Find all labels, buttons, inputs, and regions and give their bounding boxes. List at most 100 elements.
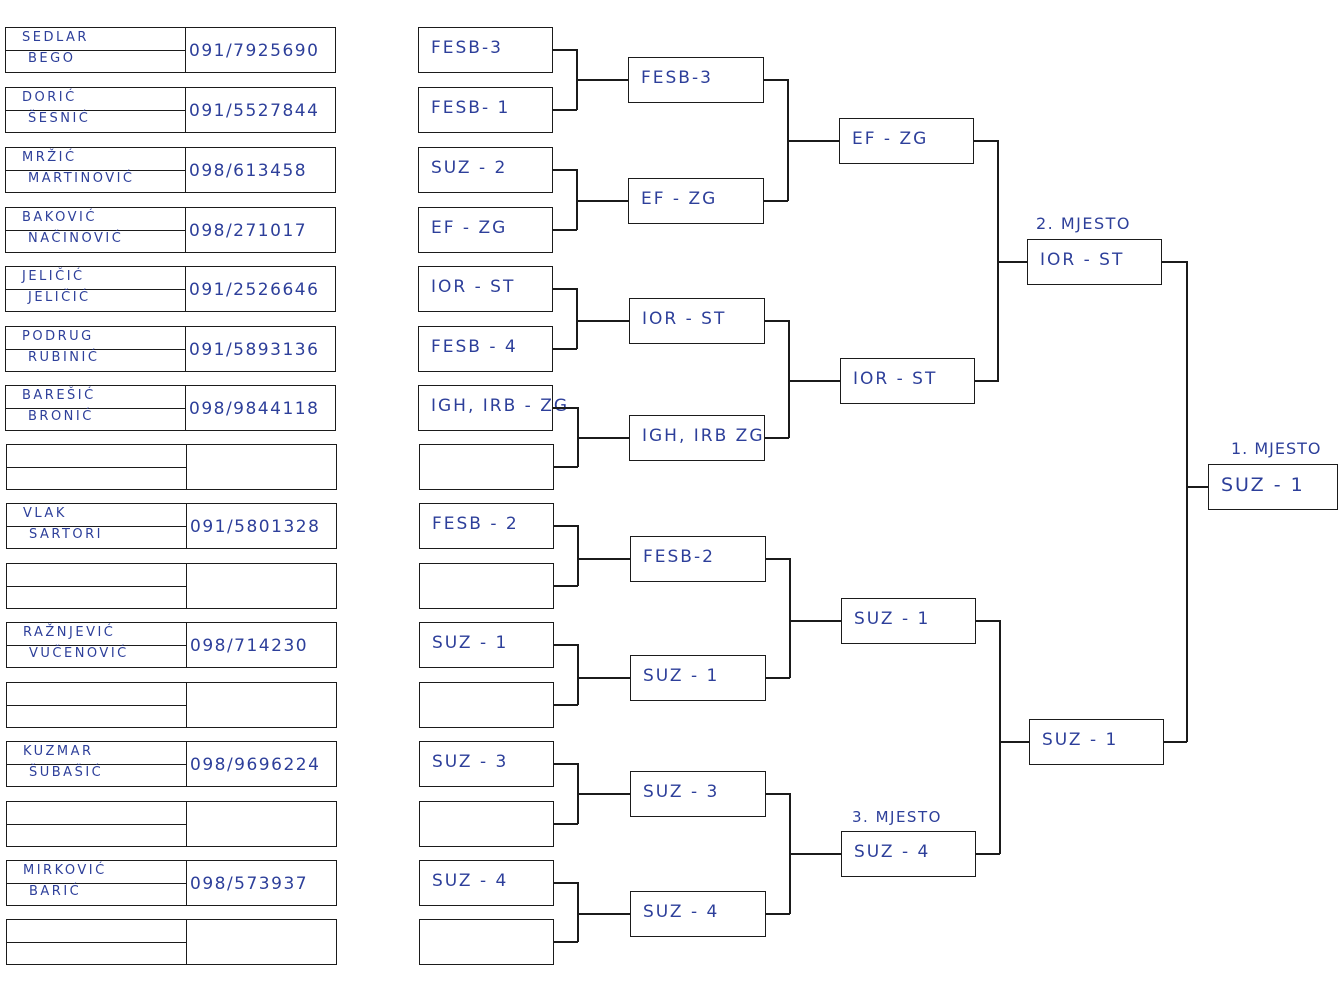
pair-phone: 098/9696224: [190, 755, 321, 775]
player-1: RAŽNJEVIĆ: [23, 625, 116, 640]
player-2: SARTORI: [29, 527, 104, 542]
pair-names: VLAK SARTORI: [7, 504, 187, 548]
pair-box: VLAK SARTORI 091/5801328: [6, 503, 337, 549]
bracket-line: [554, 466, 578, 468]
pair-names: [7, 564, 187, 608]
player-2: BEGO: [28, 51, 76, 66]
bracket-line: [553, 49, 577, 51]
round1-slot: SUZ - 2: [418, 147, 553, 193]
round1-slot: FESB-3: [418, 27, 553, 73]
player-1: BAKOVIĆ: [22, 210, 97, 225]
bracket-line: [576, 169, 578, 230]
round1-slot: FESB - 2: [419, 503, 554, 549]
round2-slot: SUZ - 4: [630, 891, 766, 937]
bracket-line: [554, 525, 578, 527]
bracket-line: [976, 853, 1000, 855]
player-1: VLAK: [23, 506, 67, 521]
round1-slot: FESB- 1: [418, 87, 553, 133]
pair-box: [6, 682, 337, 728]
bracket-line: [576, 320, 629, 322]
round1-slot: [419, 801, 554, 847]
player-1: DORIĆ: [22, 90, 77, 105]
bracket-line: [577, 913, 630, 915]
pair-box: MIRKOVIĆ BARIĆ 098/573937: [6, 860, 337, 906]
bracket-line: [788, 380, 841, 382]
bracket-line: [576, 79, 629, 81]
first-place-label: 1. MJESTO: [1231, 439, 1322, 458]
player-2: MARTINOVIĆ: [28, 171, 135, 186]
bracket-line: [553, 109, 577, 111]
second-place-label: 2. MJESTO: [1036, 214, 1132, 233]
round2-slot: IGH, IRB ZG: [629, 415, 765, 461]
third-place-label: 3. MJESTO: [852, 808, 942, 826]
round2-slot: FESB-2: [630, 536, 766, 582]
pair-phone: 098/9844118: [189, 399, 320, 419]
bracket-line: [577, 525, 579, 586]
round3-slot: SUZ - 1: [841, 598, 976, 644]
bracket-line: [764, 79, 788, 81]
pair-phone: 098/613458: [189, 161, 308, 181]
pair-names: PODRUG RUBINIĆ: [6, 327, 186, 371]
bracket-line: [554, 823, 578, 825]
pair-names: [7, 445, 187, 489]
bracket-line: [764, 200, 788, 202]
pair-phone: 091/5893136: [189, 340, 320, 360]
bracket-line: [788, 320, 790, 438]
pair-names: MRŽIĆ MARTINOVIĆ: [6, 148, 186, 192]
round1-slot: [419, 563, 554, 609]
pair-box: PODRUG RUBINIĆ 091/5893136: [5, 326, 336, 372]
bracket-line: [787, 140, 840, 142]
pair-names: KUZMAR ŠUBAŠIĆ: [7, 742, 187, 786]
pair-box: BAREŠIĆ BRONIĆ 098/9844118: [5, 385, 336, 431]
pair-box: [6, 563, 337, 609]
bracket-line: [766, 558, 790, 560]
pair-box: JELIČIĆ JELIČIĆ 091/2526646: [5, 266, 336, 312]
bracket-line: [766, 913, 790, 915]
round1-slot: [419, 919, 554, 965]
pair-names: [7, 802, 187, 846]
bracket-line: [997, 261, 1028, 263]
bracket-line: [576, 288, 578, 349]
bracket-line: [1162, 261, 1187, 263]
bracket-line: [997, 140, 999, 381]
bracket-line: [554, 585, 578, 587]
pair-names: [7, 920, 187, 964]
pair-names: DORIĆ ŠESNIĆ: [6, 88, 186, 132]
player-1: PODRUG: [22, 329, 94, 344]
round4-slot: SUZ - 1: [1029, 719, 1164, 765]
pair-names: MIRKOVIĆ BARIĆ: [7, 861, 187, 905]
round2-slot: IOR - ST: [629, 298, 765, 344]
pair-box: [6, 444, 337, 490]
bracket-line: [999, 620, 1001, 854]
pair-phone: 091/2526646: [189, 280, 320, 300]
player-1: MRŽIĆ: [22, 150, 77, 165]
player-2: BARIĆ: [29, 884, 82, 899]
round2-slot: EF - ZG: [628, 178, 764, 224]
bracket-line: [766, 793, 790, 795]
pair-box: BAKOVIĆ NAČINOVIĆ 098/271017: [5, 207, 336, 253]
bracket-line: [554, 941, 578, 943]
bracket-line: [765, 437, 789, 439]
player-1: BAREŠIĆ: [22, 388, 96, 403]
bracket-line: [765, 320, 789, 322]
bracket-line: [554, 704, 578, 706]
player-2: ŠUBAŠIĆ: [29, 765, 104, 780]
bracket-line: [577, 677, 630, 679]
round2-slot: FESB-3: [628, 57, 764, 103]
bracket-line: [553, 169, 577, 171]
round3-slot: EF - ZG: [839, 118, 974, 164]
final-slot: SUZ - 1: [1208, 464, 1338, 510]
bracket-line: [553, 288, 577, 290]
player-1: MIRKOVIĆ: [23, 863, 107, 878]
player-2: BRONIĆ: [28, 409, 94, 424]
bracket-line: [553, 348, 577, 350]
pair-phone: 091/7925690: [189, 41, 320, 61]
pair-box: [6, 919, 337, 965]
bracket-line: [789, 620, 842, 622]
round1-slot: IOR - ST: [418, 266, 553, 312]
bracket-line: [999, 741, 1030, 743]
round1-slot: SUZ - 3: [419, 741, 554, 787]
pair-phone: 098/271017: [189, 221, 308, 241]
bracket-line: [554, 882, 578, 884]
player-2: NAČINOVIĆ: [28, 231, 124, 246]
